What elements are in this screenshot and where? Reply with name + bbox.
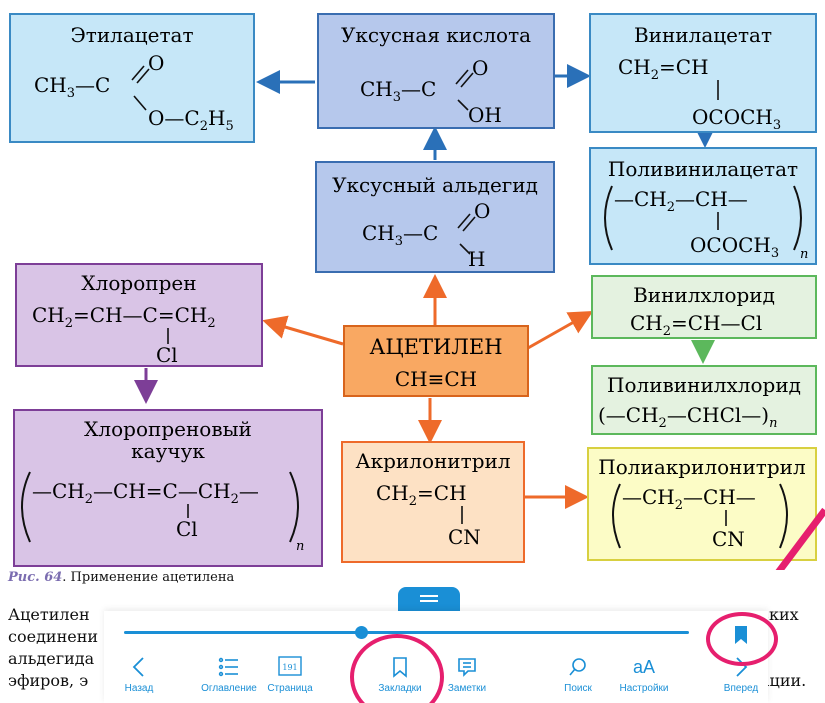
svg-text:O: O <box>472 56 488 80</box>
acetylene-diagram: Этилацетат CH3—C O O—C2H5 Уксусная кисло… <box>9 13 825 570</box>
polyacrylonitrile-title: Полиакрилонитрил <box>598 455 805 479</box>
figure-caption: Рис. 64. Применение ацетилена <box>8 570 234 585</box>
box-chloroprene-rubber: Хлоропреновый каучук —CH2—CH=C—CH2— Cl n <box>13 409 323 567</box>
box-polyvinyl-chloride: Поливинилхлорид (—CH2—CHCl—)n <box>591 365 817 435</box>
svg-text:(—CH2—CHCl—)n: (—CH2—CHCl—)n <box>598 403 777 431</box>
box-acetaldehyde: Уксусный альдегид CH3—C O H <box>315 161 555 273</box>
chloroprene-rubber-title-2: каучук <box>131 439 205 463</box>
svg-text:OCOCH3: OCOCH3 <box>690 233 779 261</box>
box-polyacrylonitrile: Полиакрилонитрил —CH2—CH— CN <box>587 447 817 561</box>
acetylene-title: АЦЕТИЛЕН <box>369 335 502 359</box>
box-polyvinyl-acetate: Поливинилацетат —CH2—CH— OCOCH3 n <box>589 147 817 265</box>
page-slider[interactable] <box>124 631 689 634</box>
box-acrylonitrile: Акрилонитрил CH2=CH CN <box>341 441 525 563</box>
arrows <box>134 64 717 509</box>
body-paragraph-right: ских ации. <box>760 604 806 692</box>
svg-text:CN: CN <box>712 527 745 551</box>
search-icon <box>556 653 600 681</box>
polyvinyl-acetate-title: Поливинилацетат <box>608 157 798 181</box>
svg-text:CN: CN <box>448 525 481 549</box>
page-icon: 191 <box>262 653 318 681</box>
pointer-arrow-annotation <box>775 507 825 570</box>
svg-text:CH2=CH: CH2=CH <box>618 55 709 83</box>
search-button[interactable]: Поиск <box>556 653 600 701</box>
svg-text:O—C2H5: O—C2H5 <box>148 106 234 134</box>
page-slider-thumb[interactable] <box>354 626 368 639</box>
toolbar-handle[interactable] <box>398 587 460 611</box>
box-vinyl-chloride: Винилхлорид CH2=CH—Cl <box>591 275 817 339</box>
svg-text:O: O <box>148 51 164 75</box>
box-acetic-acid: Уксусная кислота CH3—C O OH <box>317 13 555 129</box>
svg-text:CH2=CH: CH2=CH <box>376 481 467 509</box>
svg-text:—CH2—CH—: —CH2—CH— <box>614 187 748 215</box>
polyvinyl-chloride-title: Поливинилхлорид <box>607 373 801 397</box>
paragraph-line: соединени <box>8 627 99 646</box>
list-icon <box>198 653 260 681</box>
svg-text:CH2=CH—Cl: CH2=CH—Cl <box>630 311 762 339</box>
paragraph-line: эфиров, э <box>8 671 89 690</box>
svg-text:n: n <box>800 247 808 262</box>
svg-text:191: 191 <box>282 663 297 672</box>
vinyl-chloride-title: Винилхлорид <box>633 283 775 307</box>
notes-button[interactable]: Заметки <box>444 653 490 701</box>
box-ethyl-acetate: Этилацетат CH3—C O O—C2H5 <box>9 13 255 143</box>
back-button[interactable]: Назад <box>116 653 162 701</box>
page-button[interactable]: 191 Страница <box>262 653 318 701</box>
paragraph-line-end: ских <box>760 605 799 624</box>
svg-text:OCOCH3: OCOCH3 <box>692 105 781 133</box>
svg-text:O: O <box>474 199 490 223</box>
paragraph-line: альдегида <box>8 649 95 668</box>
svg-text:CH2=CH—C=CH2: CH2=CH—C=CH2 <box>32 303 216 331</box>
chloroprene-rubber-title-1: Хлоропреновый <box>84 417 252 441</box>
svg-text:—CH2—CH—: —CH2—CH— <box>622 485 756 513</box>
svg-text:n: n <box>296 539 304 554</box>
box-vinyl-acetate: Винилацетат CH2=CH OCOCH3 <box>589 13 817 133</box>
highlight-ring-bookmark-flag <box>706 612 778 666</box>
chevron-left-icon <box>116 653 162 681</box>
text-size-icon: aA <box>632 656 656 677</box>
svg-text:—CH2—CH=C—CH2—: —CH2—CH=C—CH2— <box>32 479 259 507</box>
note-icon <box>444 653 490 681</box>
paragraph-line-end: ации. <box>760 671 807 690</box>
ethyl-acetate-title: Этилацетат <box>70 23 193 47</box>
body-paragraph: Ацетилен соединени альдегида эфиров, э <box>8 604 98 692</box>
svg-text:Cl: Cl <box>176 517 198 541</box>
acetic-acid-title: Уксусная кислота <box>341 23 531 47</box>
paragraph-line: Ацетилен <box>8 605 90 624</box>
highlight-ring-bookmarks <box>350 634 444 703</box>
chloroprene-title: Хлоропрен <box>81 271 196 295</box>
acrylonitrile-title: Акрилонитрил <box>355 449 510 473</box>
svg-text:H: H <box>468 247 485 271</box>
settings-button[interactable]: aA Настройки <box>614 653 674 701</box>
vinyl-acetate-title: Винилацетат <box>634 23 772 47</box>
svg-text:Cl: Cl <box>156 343 178 367</box>
box-chloroprene: Хлоропрен CH2=CH—C=CH2 Cl <box>15 263 263 367</box>
acetaldehyde-title: Уксусный альдегид <box>332 173 538 197</box>
contents-button[interactable]: Оглавление <box>198 653 260 701</box>
box-acetylene: АЦЕТИЛЕН CH≡CH <box>343 325 529 397</box>
caption-text: . Применение ацетилена <box>62 570 235 585</box>
svg-text:CH≡CH: CH≡CH <box>395 367 477 391</box>
caption-label: Рис. 64 <box>8 570 63 585</box>
svg-text:OH: OH <box>468 103 502 127</box>
